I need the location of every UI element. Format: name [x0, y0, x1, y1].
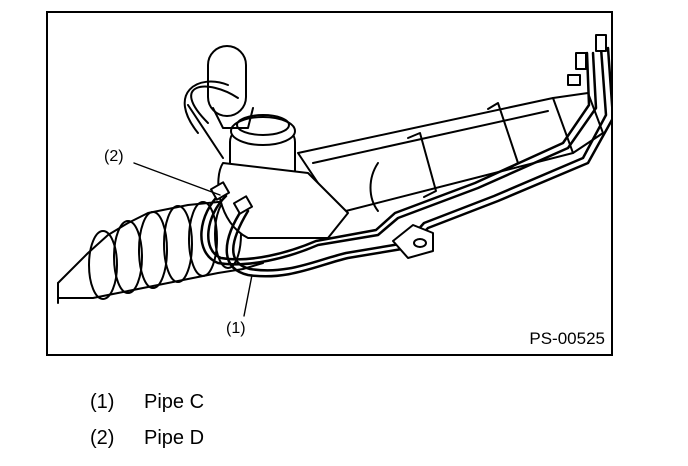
input-shaft — [207, 45, 254, 129]
leader-line-1 — [243, 274, 253, 317]
callout-2: (2) — [104, 148, 124, 165]
valve-housing — [217, 114, 349, 239]
figure-code: PS-00525 — [529, 329, 605, 348]
steering-gearbox-drawing — [57, 34, 611, 317]
callout-1: (1) — [226, 320, 246, 337]
leader-line-2 — [133, 162, 221, 196]
legend-item-pipe-c: (1) Pipe C — [90, 391, 204, 413]
rack-housing — [297, 92, 604, 214]
legend-number: (1) — [90, 391, 115, 413]
legend-text: Pipe C — [144, 391, 205, 413]
legend-number: (2) — [90, 427, 115, 449]
legend-item-pipe-d: (2) Pipe D — [90, 427, 204, 449]
flare-nuts — [209, 34, 607, 215]
leader-lines — [133, 162, 253, 317]
figure-frame: (2) (1) PS-00525 — [46, 11, 613, 356]
mounting-bracket — [392, 224, 434, 259]
legend-text: Pipe D — [144, 427, 205, 449]
loop-pipe — [183, 80, 239, 159]
